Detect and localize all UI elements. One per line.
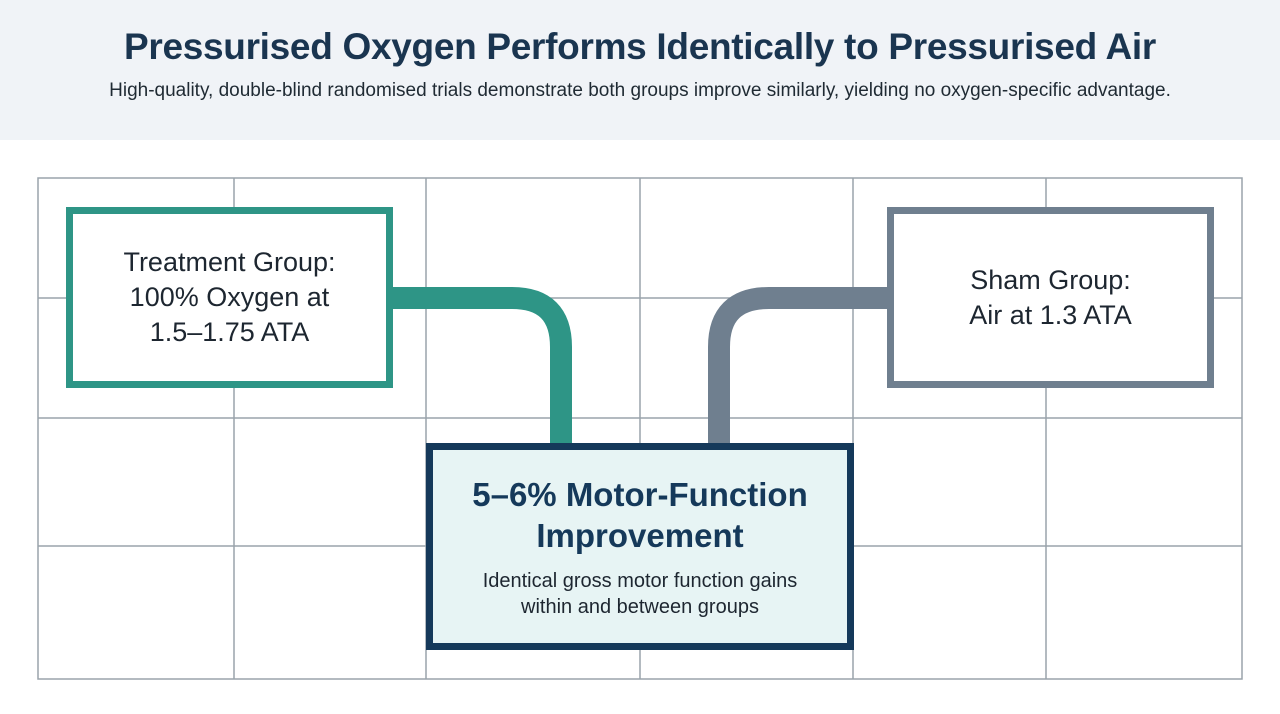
result-description: Identical gross motor function gains wit… <box>483 568 798 620</box>
header-band: Pressurised Oxygen Performs Identically … <box>0 0 1280 140</box>
treatment-group-text: Treatment Group: 100% Oxygen at 1.5–1.75… <box>123 245 335 350</box>
result-title-line-1: 5–6% Motor-Function <box>472 475 808 513</box>
treatment-connector <box>392 287 572 445</box>
result-title: 5–6% Motor-Function Improvement <box>472 474 808 556</box>
treatment-group-box: Treatment Group: 100% Oxygen at 1.5–1.75… <box>66 207 393 388</box>
page-title: Pressurised Oxygen Performs Identically … <box>123 26 1157 67</box>
result-desc-line-2: within and between groups <box>521 595 759 618</box>
result-box: 5–6% Motor-Function Improvement Identica… <box>426 443 854 650</box>
sham-line-1: Sham Group: <box>970 264 1131 295</box>
treatment-line-1: Treatment Group: <box>123 247 336 277</box>
sham-group-text: Sham Group: Air at 1.3 ATA <box>969 263 1132 333</box>
treatment-line-2: 100% Oxygen at <box>129 282 330 312</box>
result-title-line-2: Improvement <box>536 516 744 554</box>
sham-line-2: Air at 1.3 ATA <box>969 299 1132 330</box>
page-subtitle: High-quality, double-blind randomised tr… <box>109 80 1171 101</box>
result-desc-line-1: Identical gross motor function gains <box>482 569 798 592</box>
treatment-line-3: 1.5–1.75 ATA <box>149 317 310 347</box>
sham-connector <box>708 287 888 445</box>
sham-group-box: Sham Group: Air at 1.3 ATA <box>887 207 1214 388</box>
